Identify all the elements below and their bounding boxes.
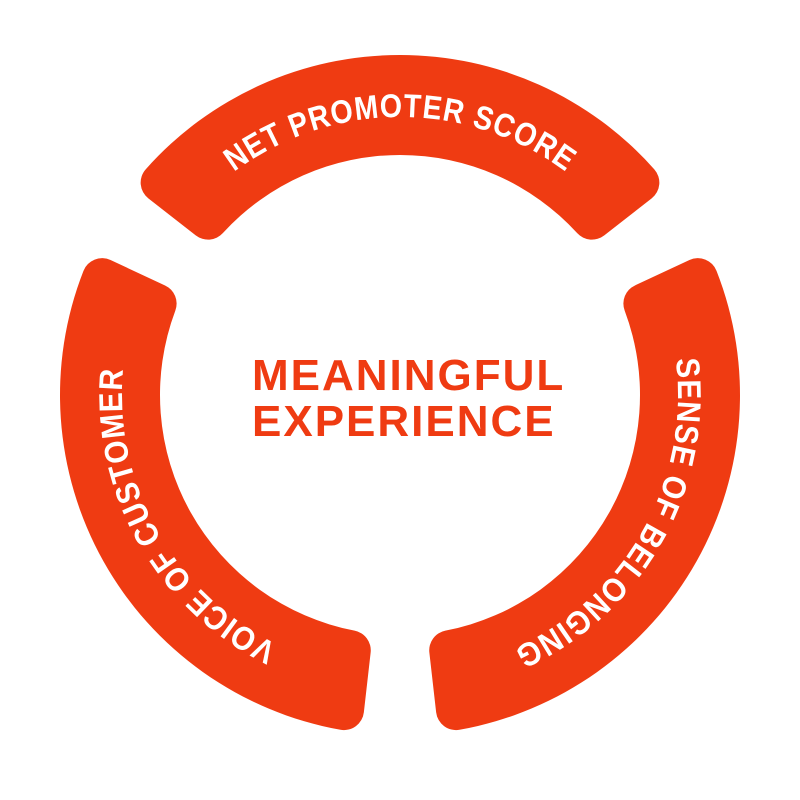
segment-arc-top <box>140 54 660 240</box>
center-title-line1: MEANINGFUL <box>252 351 565 400</box>
segment-arc-right <box>429 258 740 731</box>
center-title-line2: EXPERIENCE <box>252 397 556 446</box>
segment-arc-left <box>60 258 371 731</box>
